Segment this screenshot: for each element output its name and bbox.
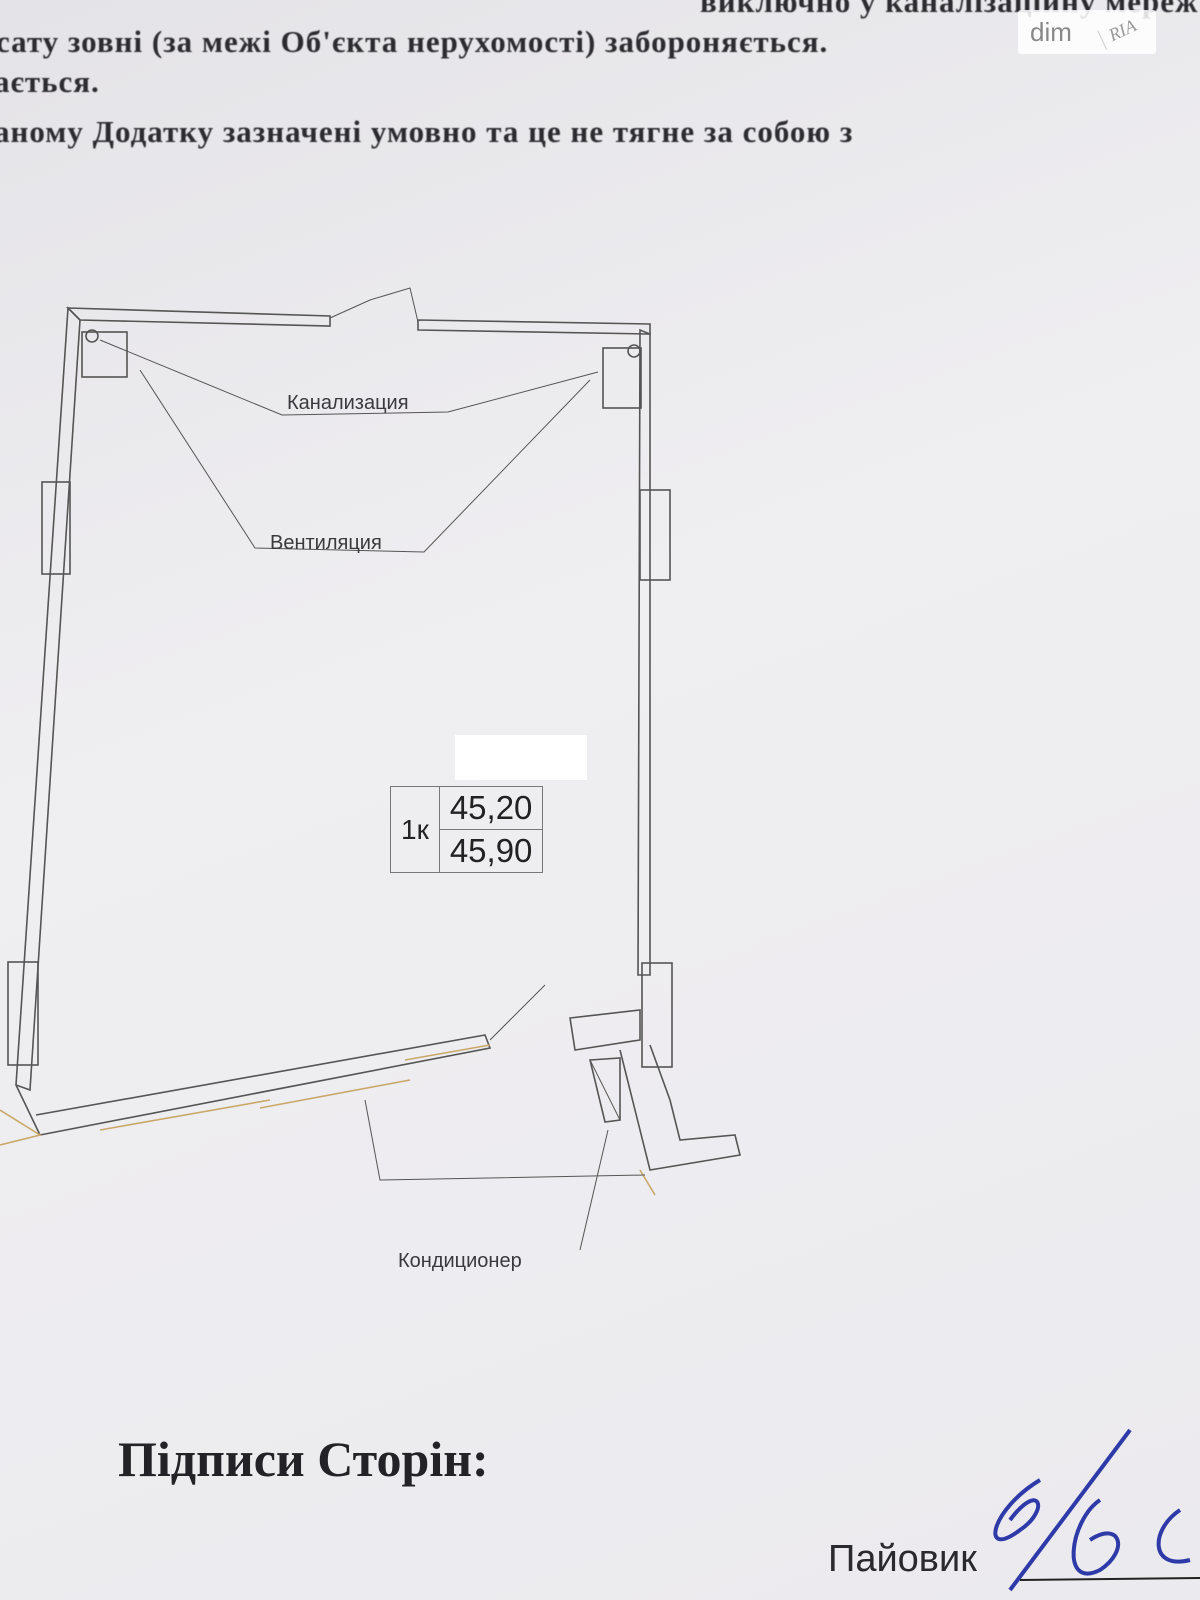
signatures-title: Підписи Сторін: <box>118 1431 489 1487</box>
window-right-top <box>639 489 671 581</box>
window-left-bottom <box>7 961 39 1066</box>
sewer-leader-line <box>99 339 599 416</box>
unit-area-2: 45,90 <box>438 829 544 873</box>
label-air-conditioner: Кондиционер <box>398 1250 522 1272</box>
label-sewer: Канализация <box>287 392 409 414</box>
text-line-3: ається. <box>0 64 100 99</box>
balcony-edge <box>99 1044 491 1131</box>
handwritten-signature <box>993 1428 1200 1592</box>
redaction-box <box>455 735 587 780</box>
wall-corner <box>619 1044 741 1171</box>
door-swing <box>329 287 419 323</box>
wall-left <box>15 306 81 1092</box>
wall-top-left <box>66 307 331 327</box>
unit-area-1: 45,20 <box>438 786 544 830</box>
sewer-icon <box>85 329 99 343</box>
sewer-icon <box>627 344 641 358</box>
floor-plan <box>0 287 741 1251</box>
balcony-edge <box>0 1109 43 1146</box>
wall-bottom <box>15 1034 492 1136</box>
party-label: Пайовик <box>828 1538 977 1580</box>
text-line-2: сату зовні (за межі Об'єкта нерухомості)… <box>0 24 829 59</box>
wall-right <box>637 328 651 976</box>
wall-top-right <box>417 319 651 335</box>
dim-ria-watermark: dim RIA <box>1018 10 1156 54</box>
watermark-brand: dim <box>1030 16 1072 47</box>
shaft-left <box>81 331 128 378</box>
text-line-4: аному Додатку зазначені умовно та це не … <box>0 114 854 149</box>
label-ventilation: Вентиляция <box>270 532 382 554</box>
ac-leader-line <box>579 1129 609 1251</box>
watermark-sub: RIA <box>1097 14 1140 50</box>
window-left-top <box>41 481 71 575</box>
wall-segment <box>569 1009 641 1051</box>
window-right-bottom <box>641 962 673 1068</box>
unit-type: 1к <box>390 786 440 873</box>
ventilation-leader-line <box>139 369 591 553</box>
unit-area-table: 1к 45,20 45,90 <box>390 786 544 873</box>
shaft-right <box>602 347 642 409</box>
